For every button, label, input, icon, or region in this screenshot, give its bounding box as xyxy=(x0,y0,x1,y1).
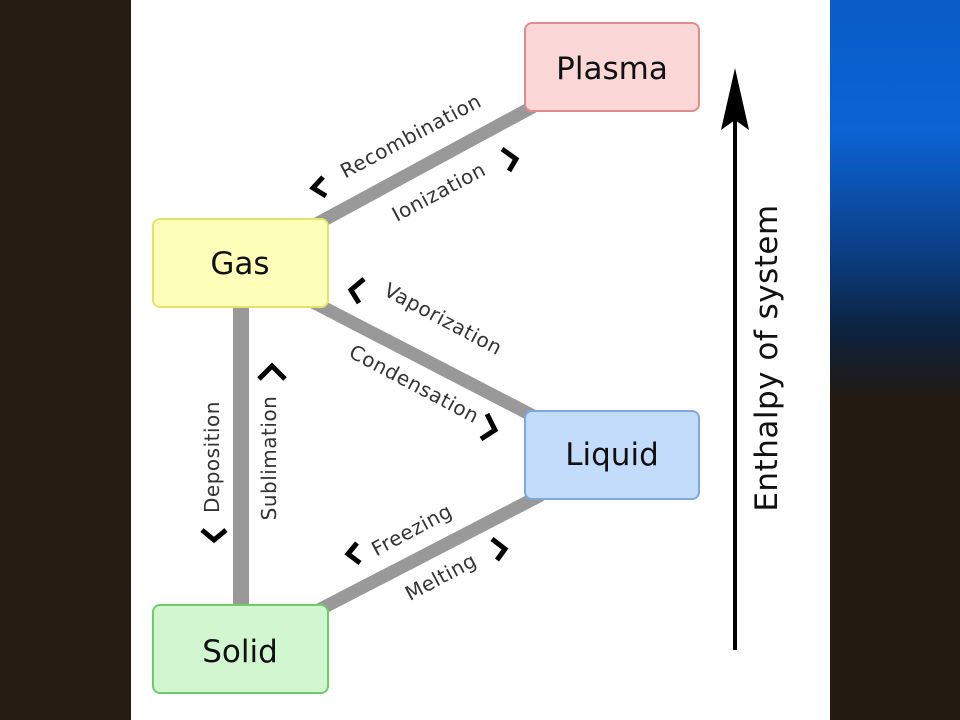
enthalpy-axis-label: Enthalpy of system xyxy=(749,204,785,511)
connector-gas-liquid xyxy=(306,294,544,426)
solid-label: Solid xyxy=(202,634,278,670)
slide-canvas: Plasma Gas Liquid Solid Recombination Io… xyxy=(131,0,830,720)
enthalpy-axis: Enthalpy of system xyxy=(721,68,785,650)
connector-liquid-solid xyxy=(306,489,544,621)
deposition-chevron-icon xyxy=(200,528,228,544)
gas-box xyxy=(152,218,329,308)
right-gradient-panel xyxy=(830,0,960,720)
freezing-chevron-icon xyxy=(344,541,362,565)
recombination-chevron-icon xyxy=(309,175,328,199)
plasma-box xyxy=(524,22,700,112)
connector-lines xyxy=(233,92,553,621)
solid-box xyxy=(152,604,329,694)
left-background-panel xyxy=(0,0,131,720)
phase-transition-diagram: Plasma Gas Liquid Solid Recombination Io… xyxy=(152,22,785,694)
sublimation-chevron-icon xyxy=(257,362,287,381)
vaporization-chevron-icon xyxy=(347,277,366,305)
sublimation-label: Sublimation xyxy=(257,396,281,521)
state-plasma: Plasma xyxy=(524,22,700,112)
melting-chevron-icon xyxy=(490,537,509,562)
ionization-chevron-icon xyxy=(500,146,520,173)
liquid-box xyxy=(524,410,700,500)
liquid-label: Liquid xyxy=(565,437,659,473)
ionization-label: Ionization xyxy=(388,157,490,226)
condensation-chevron-icon xyxy=(479,412,499,442)
deposition-label: Deposition xyxy=(200,401,224,513)
gas-label: Gas xyxy=(210,246,269,282)
state-gas: Gas xyxy=(152,218,329,308)
state-solid: Solid xyxy=(152,604,329,694)
enthalpy-arrow-head-icon xyxy=(721,68,749,130)
state-liquid: Liquid xyxy=(524,410,700,500)
plasma-label: Plasma xyxy=(556,51,668,87)
connector-gas-plasma xyxy=(305,92,553,234)
